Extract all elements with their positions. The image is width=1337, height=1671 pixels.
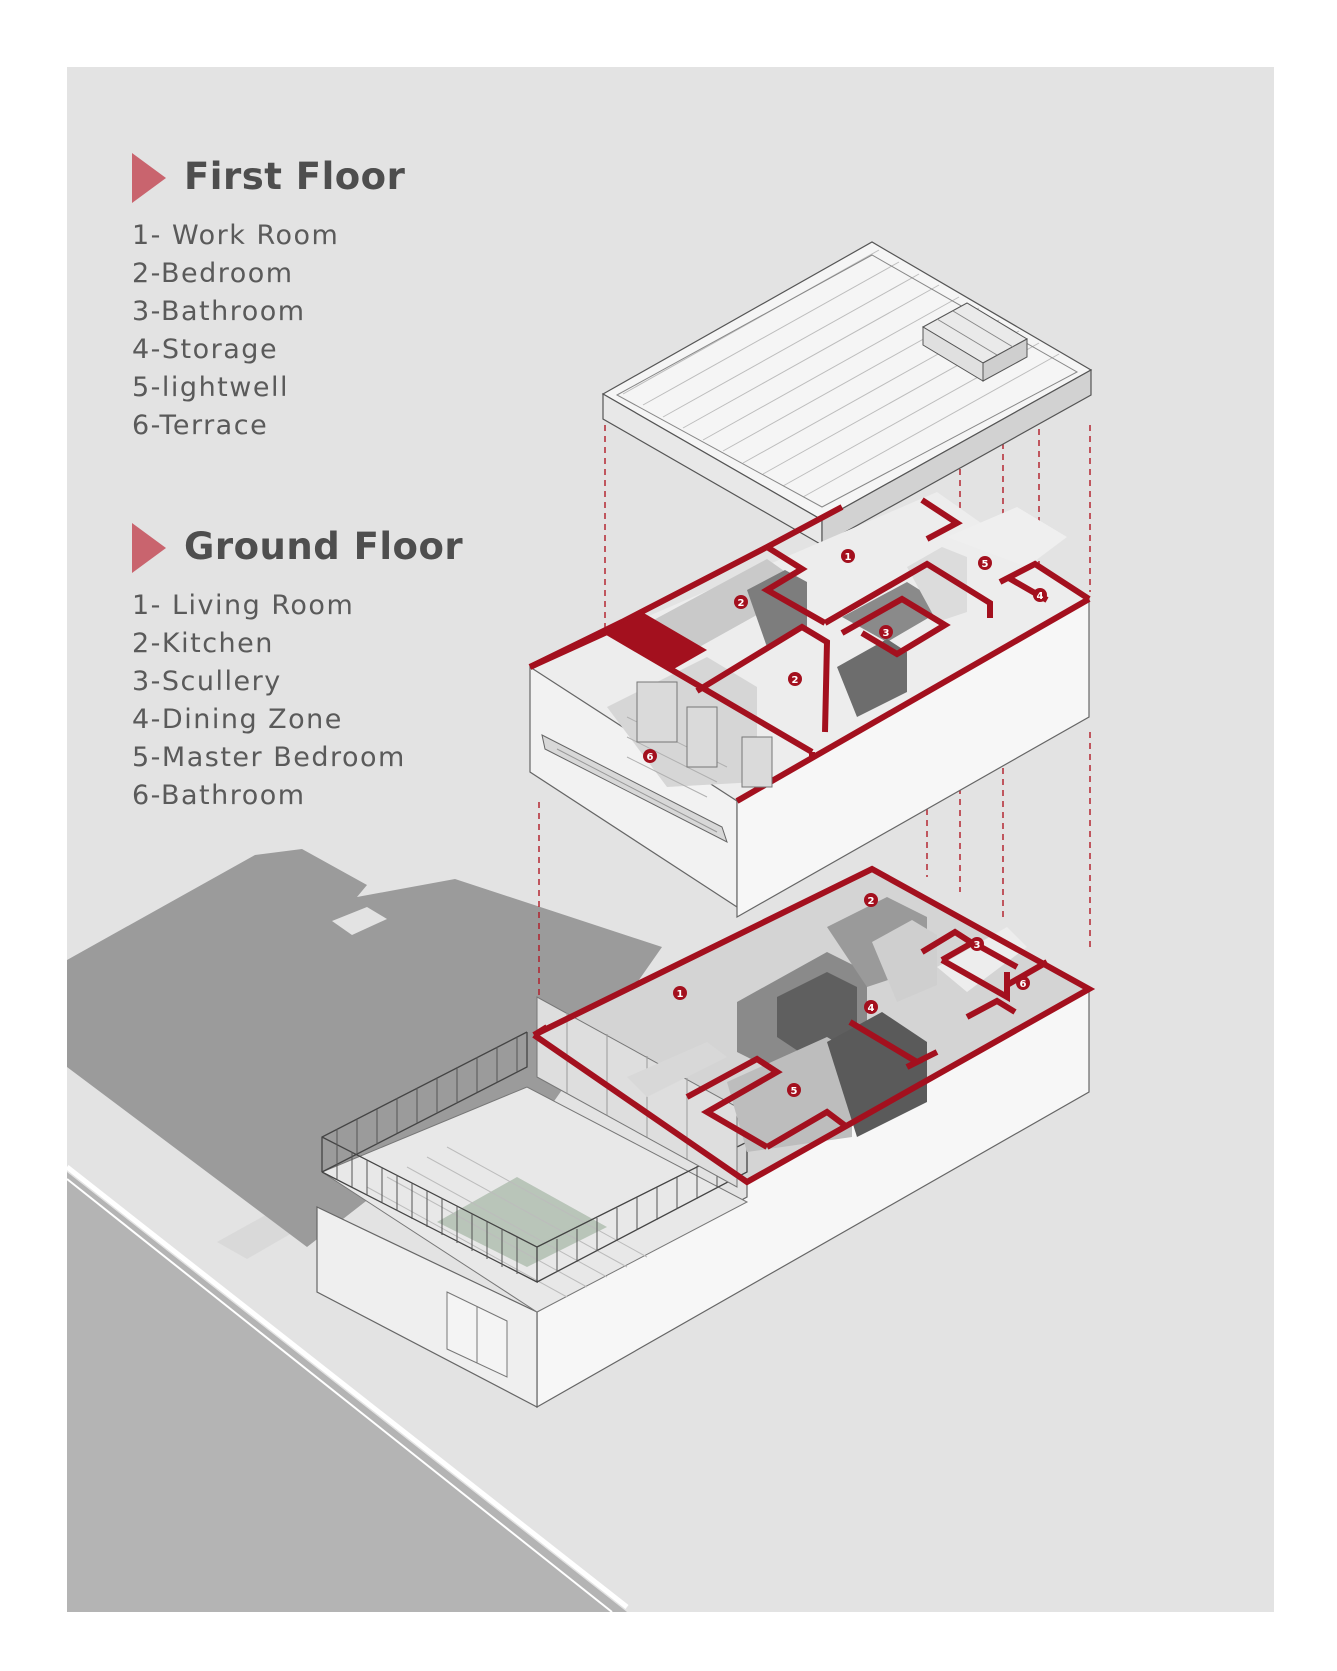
- gf-tag-3: 3: [974, 940, 981, 951]
- triangle-marker-icon: [132, 153, 166, 203]
- legend-item: 4-Dining Zone: [132, 704, 343, 735]
- ff-tag-2b: 2: [792, 675, 799, 686]
- gf-tag-2: 2: [868, 896, 875, 907]
- legend-item: 2-Kitchen: [132, 628, 274, 659]
- legend-ground-floor: Ground Floor 1- Living Room 2-Kitchen 3-…: [132, 519, 463, 815]
- gf-tag-1: 1: [677, 989, 684, 1000]
- building-shadow: [67, 849, 662, 1247]
- legend-first-floor-title: First Floor: [184, 155, 406, 198]
- ground-floor-room-tags: 1 2 3 4 5 6: [673, 893, 1030, 1097]
- diagram-canvas: 1 2 2 3 4 5 6 1 2 3 4 5 6: [67, 67, 1274, 1612]
- legend-item: 1- Work Room: [132, 220, 340, 251]
- first-floor-room-tags: 1 2 2 3 4 5 6: [643, 549, 1047, 763]
- gf-tag-6: 6: [1020, 979, 1027, 990]
- legend-first-floor: First Floor 1- Work Room 2-Bedroom 3-Bat…: [132, 149, 405, 445]
- legend-item: 1- Living Room: [132, 590, 355, 621]
- legend-item: 5-Master Bedroom: [132, 742, 406, 773]
- ff-tag-2a: 2: [738, 598, 745, 609]
- triangle-marker-icon: [132, 523, 166, 573]
- first-floor-volume: [528, 492, 1091, 919]
- legend-ground-floor-title: Ground Floor: [184, 525, 464, 568]
- gf-tag-5: 5: [791, 1086, 798, 1097]
- legend-ground-floor-list: 1- Living Room 2-Kitchen 3-Scullery 4-Di…: [132, 587, 406, 815]
- ff-tag-4: 4: [1037, 591, 1044, 602]
- legend-item: 4-Storage: [132, 334, 279, 365]
- legend-item: 6-Bathroom: [132, 780, 306, 811]
- ff-tag-1: 1: [845, 552, 852, 563]
- roof-slab: [601, 241, 1093, 547]
- legend-item: 6-Terrace: [132, 410, 269, 441]
- ff-tag-6: 6: [647, 752, 654, 763]
- legend-item: 3-Scullery: [132, 666, 282, 697]
- legend-item: 5-lightwell: [132, 372, 289, 403]
- ground-floor-volume: [316, 865, 1096, 1409]
- legend-item: 3-Bathroom: [132, 296, 306, 327]
- legend-item: 2-Bedroom: [132, 258, 294, 289]
- ff-tag-3: 3: [883, 628, 890, 639]
- gf-tag-4: 4: [868, 1003, 875, 1014]
- legend-first-floor-header: First Floor: [132, 149, 405, 205]
- legend-first-floor-list: 1- Work Room 2-Bedroom 3-Bathroom 4-Stor…: [132, 217, 339, 445]
- exploded-axonometric-drawing: 1 2 2 3 4 5 6 1 2 3 4 5 6: [67, 241, 1096, 1612]
- ff-tag-5: 5: [982, 559, 989, 570]
- legend-ground-floor-header: Ground Floor: [132, 519, 463, 575]
